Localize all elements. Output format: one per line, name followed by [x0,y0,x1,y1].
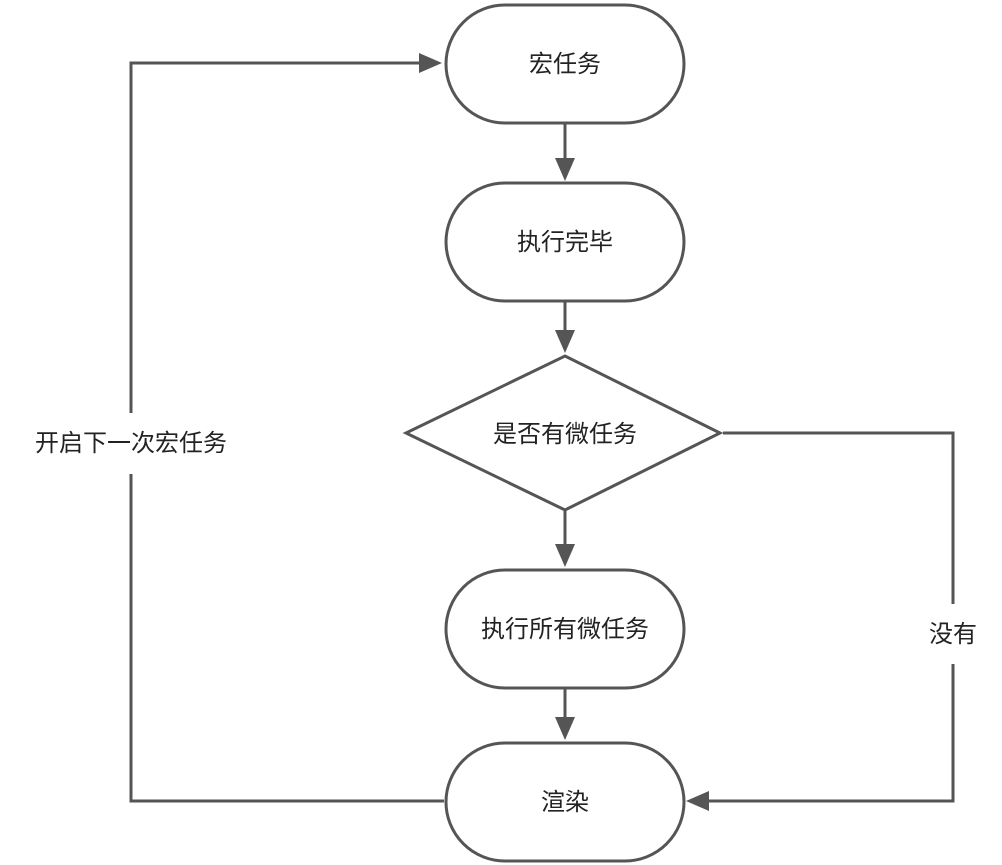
edge-micro-to-render [555,689,575,740]
edge-decision-to-render-none: 没有 [686,431,977,811]
arrowhead-icon [555,544,575,567]
edge-execute-to-decision [555,302,575,353]
arrowhead-icon [555,717,575,740]
node-macro-task: 宏任务 [444,3,686,125]
node-render: 渲染 [444,741,686,863]
arrowhead-icon [419,53,442,73]
node-label-has-micro-tasks: 是否有微任务 [493,420,637,448]
edge-render-to-macro-loop: 开启下一次宏任务 [35,53,444,803]
node-execute-all-micro: 执行所有微任务 [444,568,686,690]
node-label-execute-all-micro: 执行所有微任务 [481,615,649,643]
arrowhead-icon [686,791,709,811]
arrowhead-icon [555,158,575,181]
node-label-render: 渲染 [541,788,589,816]
node-has-micro-tasks-decision: 是否有微任务 [402,354,724,512]
node-label-execute-done: 执行完毕 [517,228,613,256]
edge-macro-to-execute [555,124,575,181]
arrowhead-icon [555,330,575,353]
edge-decision-to-micro [555,511,575,567]
node-execute-done: 执行完毕 [444,181,686,303]
edge-label-next-macro: 开启下一次宏任务 [35,429,227,457]
node-label-macro-task: 宏任务 [529,50,601,78]
edge-label-none: 没有 [929,620,977,648]
